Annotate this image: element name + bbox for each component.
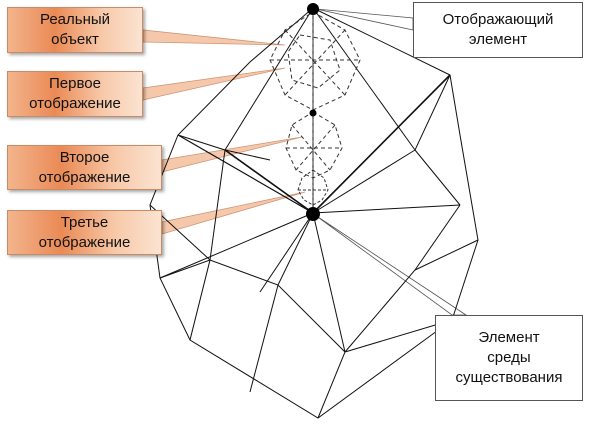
callout-environment-element-line2: среды [487, 349, 531, 366]
callout-second-mapping-line1: Второе [59, 148, 110, 166]
intermediate-dot [309, 109, 317, 117]
callout-real-object: Реальный объект [7, 7, 143, 53]
callout-real-object-line2: объект [51, 31, 99, 48]
callout-third-mapping: Третье отображение [7, 210, 162, 255]
callout-mapping-element-line2: элемент [468, 31, 528, 48]
mapping-element-dot [307, 3, 319, 15]
callout-mapping-element-line1: Отображающий [442, 11, 554, 28]
callout-environment-element: Элемент среды существования [435, 315, 583, 401]
callout-third-mapping-line2: отображение [38, 233, 131, 251]
callout-third-mapping-line1: Третье [60, 213, 109, 231]
callout-environment-element-line1: Элемент [478, 329, 540, 346]
callout-first-mapping-line1: Первое [49, 75, 101, 92]
first-mapping-cube [285, 111, 343, 179]
callout-first-mapping-line2: отображение [29, 95, 121, 112]
outer-polyhedron [149, 7, 479, 419]
real-object-cube [269, 11, 361, 111]
second-mapping-cube [297, 169, 329, 206]
callout-environment-element-line3: существования [455, 369, 563, 386]
callout-mapping-element: Отображающий элемент [413, 2, 583, 58]
label-pointers [314, 8, 468, 316]
callout-real-object-line1: Реальный [39, 11, 111, 28]
environment-element-dot [306, 207, 320, 221]
callout-second-mapping: Второе отображение [7, 145, 162, 190]
callout-second-mapping-line2: отображение [38, 168, 131, 186]
callout-first-mapping: Первое отображение [7, 71, 143, 117]
